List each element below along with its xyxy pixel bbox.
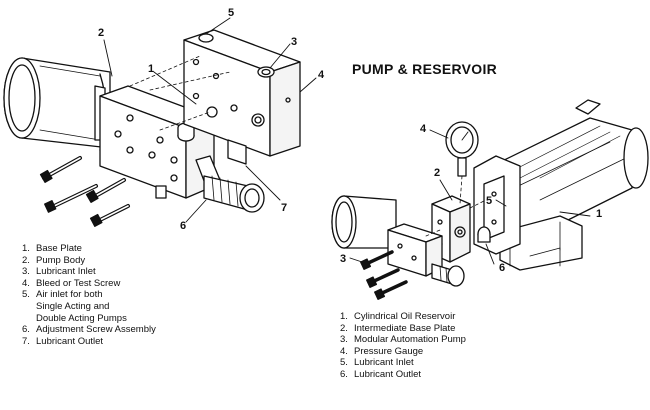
diagram-title: PUMP & RESERVOIR [352, 61, 498, 77]
mounting-screws [39, 156, 130, 227]
callout-left-6: 6 [180, 220, 187, 232]
callout-right-3: 3 [340, 253, 347, 265]
explode-lines [129, 55, 231, 131]
left-parts-legend: 1.Base Plate 2.Pump Body 3.Lubricant Inl… [22, 243, 212, 347]
callout-right-6: 6 [499, 262, 506, 274]
callout-left-4: 4 [318, 69, 325, 81]
right-parts-legend: 1.Cylindrical Oil Reservoir 2.Intermedia… [340, 311, 550, 381]
callout-left-7: 7 [281, 202, 288, 214]
pump-mounting-screws [360, 250, 408, 300]
right-assembly-view [331, 99, 649, 300]
pump-body-cylinder [3, 57, 111, 151]
callout-right-2: 2 [434, 167, 441, 179]
right-leader-lines [349, 129, 591, 265]
legend-item: 1.Base Plate [22, 243, 82, 254]
callout-right-4: 4 [420, 123, 427, 135]
callout-left-1: 1 [148, 63, 155, 75]
left-exploded-pump-view [3, 17, 317, 227]
legend-item: 6.Adjustment Screw Assembly [22, 324, 156, 336]
legend-item: 1.Cylindrical Oil Reservoir [340, 311, 456, 322]
legend-item: 5.Air inlet for both Single Acting and D… [22, 289, 127, 324]
callout-left-2: 2 [98, 27, 105, 39]
legend-item: 4.Bleed or Test Screw [22, 277, 121, 289]
legend-item: 4.Pressure Gauge [340, 345, 424, 357]
reservoir-end-plate [473, 155, 521, 255]
modular-automation-pump [331, 195, 465, 287]
legend-item: 6.Lubricant Outlet [340, 368, 422, 380]
right-explode-lines [425, 175, 487, 237]
callout-right-1: 1 [596, 208, 603, 220]
legend-item: 2.Intermediate Base Plate [340, 322, 456, 334]
left-leader-lines [103, 17, 317, 223]
legend-item: 2.Pump Body [22, 254, 86, 266]
lubricant-outlet-fitting [477, 226, 491, 243]
callout-left-5: 5 [228, 7, 235, 19]
adjustment-screw-assembly [195, 155, 265, 213]
pressure-gauge [445, 121, 479, 177]
legend-item: 3.Lubricant Inlet [22, 266, 96, 278]
legend-item: 5.Lubricant Inlet [340, 357, 414, 369]
callout-left-3: 3 [291, 36, 298, 48]
legend-item: 3.Modular Automation Pump [340, 334, 466, 346]
base-plate [183, 29, 301, 165]
callout-right-5: 5 [486, 195, 493, 207]
legend-item: 7.Lubricant Outlet [22, 335, 104, 347]
